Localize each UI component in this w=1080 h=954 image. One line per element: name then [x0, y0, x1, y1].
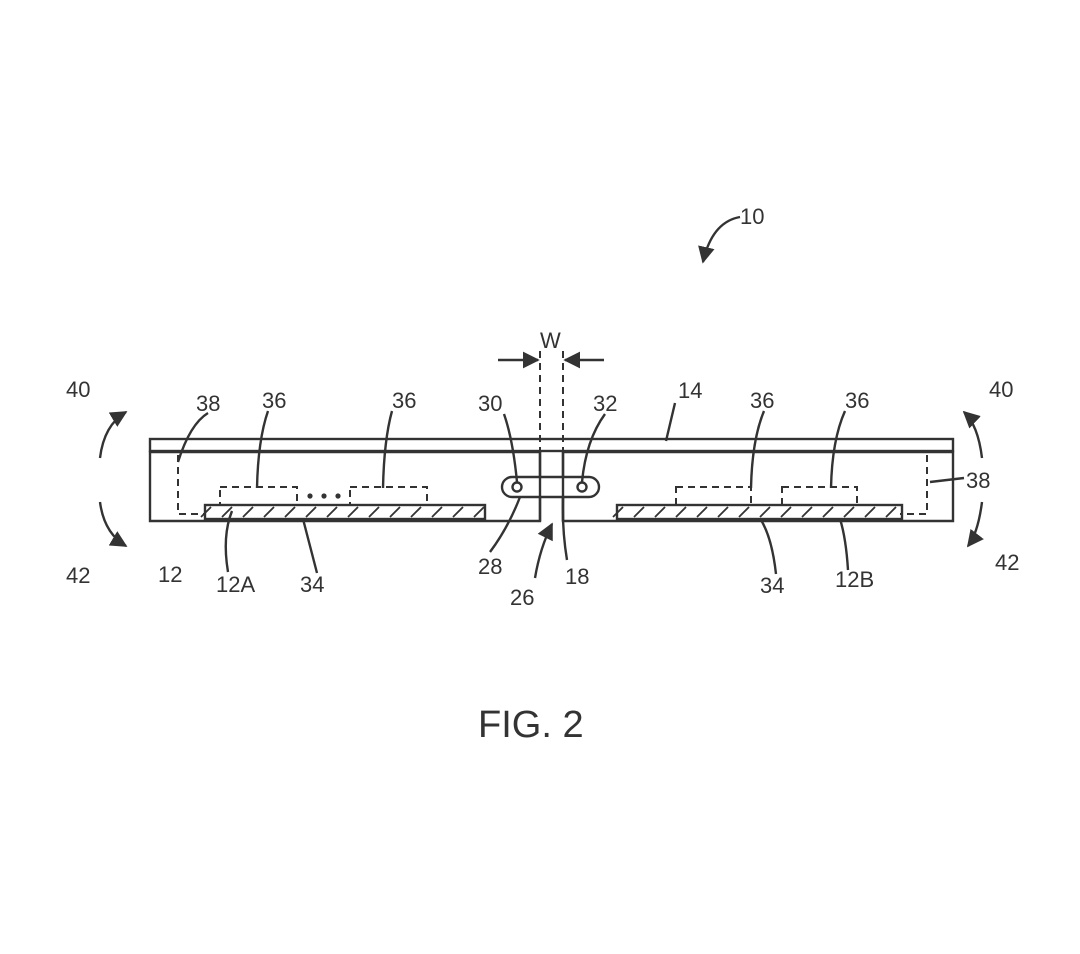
label-12a: 12A: [216, 572, 255, 597]
internal-outline-right: [900, 455, 928, 515]
hatch-line: [885, 506, 897, 518]
hatch-line: [822, 506, 834, 518]
hatch-line: [389, 506, 401, 518]
reference-arrow-10: [698, 215, 741, 264]
rotation-arrow-40-left: [98, 410, 128, 459]
leader-lines: [176, 402, 965, 575]
ellipsis-dots: [307, 493, 341, 499]
hatch-line: [759, 506, 771, 518]
hatch-line: [473, 506, 485, 518]
label-10: 10: [740, 204, 764, 229]
hatch-line: [410, 506, 422, 518]
figure-caption: FIG. 2: [478, 704, 584, 746]
hatch-line: [263, 506, 275, 518]
hatch-line: [864, 506, 876, 518]
substrate-34-left: [200, 503, 487, 521]
gap-arrow-26: [533, 522, 554, 579]
component-36-c: [675, 486, 752, 506]
label-12b: 12B: [835, 567, 874, 592]
component-36-d: [781, 486, 858, 506]
internal-outline-left: [177, 455, 205, 515]
hatch-line: [612, 506, 624, 518]
hatch-line: [654, 506, 666, 518]
gap-dimension-w: [498, 351, 604, 452]
rotation-arrow-42-left: [98, 501, 128, 548]
label-36-c: 36: [750, 388, 774, 413]
pivot-30: [511, 481, 523, 493]
label-28: 28: [478, 554, 502, 579]
pivot-32: [576, 481, 588, 493]
label-42-left: 42: [66, 563, 90, 588]
label-32: 32: [593, 391, 617, 416]
component-36-a: [219, 486, 298, 506]
label-38-left: 38: [196, 391, 220, 416]
hatch-line: [242, 506, 254, 518]
housing-right-half: [561, 450, 955, 523]
hatch-line: [368, 506, 380, 518]
label-12: 12: [158, 562, 182, 587]
label-36-d: 36: [845, 388, 869, 413]
hatch-line: [717, 506, 729, 518]
label-40-right: 40: [989, 377, 1013, 402]
display-layer-14: [148, 437, 955, 453]
hatch-line: [305, 506, 317, 518]
label-38-right: 38: [966, 468, 990, 493]
rotation-arrow-42-right: [966, 501, 984, 548]
label-40-left: 40: [66, 377, 90, 402]
label-36-b: 36: [392, 388, 416, 413]
label-14: 14: [678, 378, 702, 403]
hatch-line: [452, 506, 464, 518]
hatch-line: [843, 506, 855, 518]
label-18: 18: [565, 564, 589, 589]
label-w: W: [540, 328, 561, 353]
hatch-line: [801, 506, 813, 518]
hatch-line: [780, 506, 792, 518]
hatch-line: [326, 506, 338, 518]
hatch-line: [347, 506, 359, 518]
hatch-line: [431, 506, 443, 518]
label-36-a: 36: [262, 388, 286, 413]
component-36-b: [349, 486, 428, 506]
label-34-left: 34: [300, 572, 324, 597]
hatch-line: [696, 506, 708, 518]
label-26: 26: [510, 585, 534, 610]
hatch-line: [221, 506, 233, 518]
label-30: 30: [478, 391, 502, 416]
label-34-right: 34: [760, 573, 784, 598]
hatch-line: [284, 506, 296, 518]
hatch-line: [738, 506, 750, 518]
hatch-line: [200, 506, 212, 518]
hatch-line: [633, 506, 645, 518]
rotation-arrow-40-right: [962, 410, 984, 459]
substrate-34-right: [612, 503, 904, 521]
label-42-right: 42: [995, 550, 1019, 575]
hatch-line: [675, 506, 687, 518]
